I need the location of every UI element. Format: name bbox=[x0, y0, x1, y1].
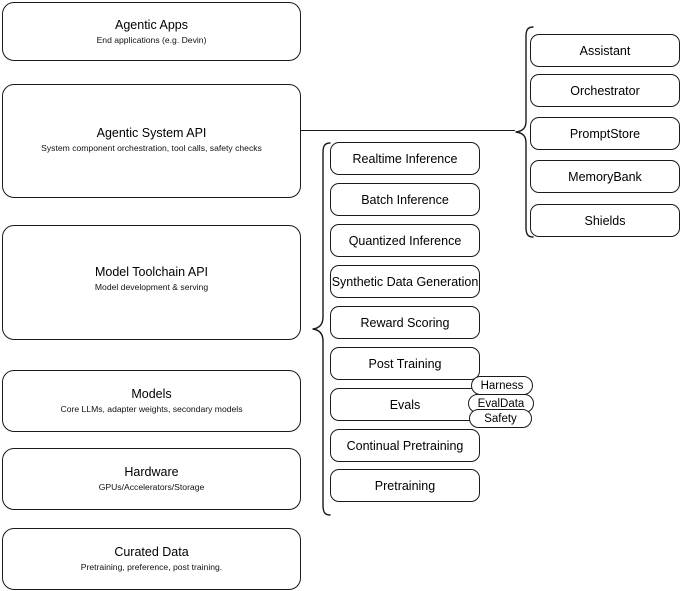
evals-tag-label: Harness bbox=[480, 379, 524, 392]
layer-title: Agentic System API bbox=[96, 126, 207, 140]
stack-layer-agentic-apps[interactable]: Agentic Apps End applications (e.g. Devi… bbox=[2, 2, 301, 61]
brace-agentic-system-components bbox=[514, 26, 534, 238]
capability-label: Post Training bbox=[368, 356, 442, 371]
stack-layer-models[interactable]: Models Core LLMs, adapter weights, secon… bbox=[2, 370, 301, 432]
capability-batch-inference[interactable]: Batch Inference bbox=[330, 183, 480, 216]
evals-tag-safety[interactable]: Safety bbox=[469, 409, 532, 428]
capability-pretraining[interactable]: Pretraining bbox=[330, 469, 480, 502]
evals-tag-evaldata[interactable]: EvalData bbox=[468, 394, 534, 413]
capability-quantized-inference[interactable]: Quantized Inference bbox=[330, 224, 480, 257]
component-label: MemoryBank bbox=[568, 169, 642, 184]
capability-continual-pretraining[interactable]: Continual Pretraining bbox=[330, 429, 480, 462]
capability-label: Evals bbox=[389, 397, 421, 412]
component-memorybank[interactable]: MemoryBank bbox=[530, 160, 680, 193]
evals-tag-label: Safety bbox=[484, 412, 517, 425]
layer-subtitle: End applications (e.g. Devin) bbox=[96, 34, 207, 45]
layer-title: Model Toolchain API bbox=[94, 265, 209, 279]
component-assistant[interactable]: Assistant bbox=[530, 34, 680, 67]
stack-layer-model-toolchain-api[interactable]: Model Toolchain API Model development & … bbox=[2, 225, 301, 340]
layer-subtitle: GPUs/Accelerators/Storage bbox=[98, 482, 205, 492]
evals-tag-harness[interactable]: Harness bbox=[471, 376, 533, 395]
capability-evals[interactable]: Evals bbox=[330, 388, 480, 421]
component-label: Assistant bbox=[579, 43, 631, 58]
layer-subtitle: Core LLMs, adapter weights, secondary mo… bbox=[60, 404, 243, 414]
layer-subtitle: Model development & serving bbox=[94, 282, 209, 292]
capability-label: Quantized Inference bbox=[348, 233, 462, 248]
capability-label: Batch Inference bbox=[361, 192, 449, 207]
capability-label: Reward Scoring bbox=[360, 315, 450, 330]
component-label: Orchestrator bbox=[570, 83, 640, 98]
capability-post-training[interactable]: Post Training bbox=[330, 347, 480, 380]
capability-label: Pretraining bbox=[374, 478, 436, 493]
layer-title: Curated Data bbox=[114, 545, 189, 559]
layer-subtitle: System component orchestration, tool cal… bbox=[41, 143, 262, 153]
layer-title: Models bbox=[131, 387, 172, 401]
evals-tag-label: EvalData bbox=[477, 397, 525, 410]
component-label: Shields bbox=[584, 213, 626, 228]
capability-label: Synthetic Data Generation bbox=[331, 274, 479, 289]
component-shields[interactable]: Shields bbox=[530, 204, 680, 237]
brace-toolchain-capabilities bbox=[311, 142, 331, 516]
layer-title: Agentic Apps bbox=[115, 17, 188, 32]
capability-reward-scoring[interactable]: Reward Scoring bbox=[330, 306, 480, 339]
layer-title: Hardware bbox=[124, 465, 179, 479]
capability-label: Realtime Inference bbox=[352, 151, 458, 166]
capability-synthetic-data-generation[interactable]: Synthetic Data Generation bbox=[330, 265, 480, 298]
capability-label: Continual Pretraining bbox=[346, 438, 464, 453]
stack-layer-curated-data[interactable]: Curated Data Pretraining, preference, po… bbox=[2, 528, 301, 590]
stack-layer-agentic-system-api[interactable]: Agentic System API System component orch… bbox=[2, 84, 301, 198]
connector-line-system-api-to-components bbox=[301, 130, 515, 132]
component-promptstore[interactable]: PromptStore bbox=[530, 117, 680, 150]
component-orchestrator[interactable]: Orchestrator bbox=[530, 74, 680, 107]
capability-realtime-inference[interactable]: Realtime Inference bbox=[330, 142, 480, 175]
layer-subtitle: Pretraining, preference, post training. bbox=[80, 562, 223, 572]
component-label: PromptStore bbox=[569, 126, 641, 141]
stack-layer-hardware[interactable]: Hardware GPUs/Accelerators/Storage bbox=[2, 448, 301, 510]
